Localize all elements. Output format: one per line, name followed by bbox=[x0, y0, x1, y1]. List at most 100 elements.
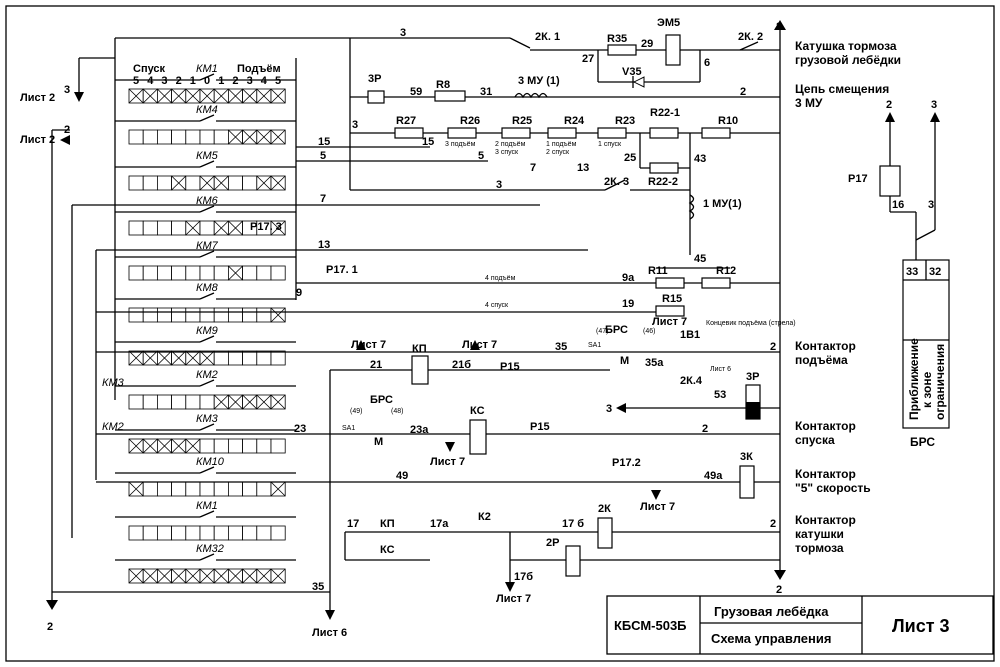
controller-position-number: 1 bbox=[218, 75, 224, 87]
controller-cell-mark bbox=[270, 307, 286, 323]
wire-13-label-b: 13 bbox=[577, 162, 589, 174]
controller-cell bbox=[142, 220, 158, 236]
label-p17-3: Р17. 3 bbox=[250, 221, 282, 233]
controller-cell bbox=[213, 481, 229, 497]
label-r11: R11 bbox=[648, 265, 668, 277]
contact-label-km3-left: КМ3 bbox=[102, 377, 125, 389]
note-4up: 4 подъём bbox=[485, 275, 516, 282]
controller-cell bbox=[156, 175, 172, 191]
controller-cell bbox=[156, 481, 172, 497]
controller-cell bbox=[270, 525, 286, 541]
controller-cell-mark bbox=[256, 88, 272, 104]
controller-cell bbox=[128, 307, 144, 323]
label-1mu: 1 МУ(1) bbox=[703, 198, 742, 210]
resistor-r12 bbox=[701, 277, 731, 289]
sheet-ref-list7-f: Лист 7 bbox=[496, 593, 531, 605]
label-3mu: 3 МУ (1) bbox=[518, 75, 560, 87]
brs-description: Приближение к зоне ограничения bbox=[907, 338, 947, 420]
controller-cell-mark bbox=[242, 394, 258, 410]
wire-13-label: 13 bbox=[318, 239, 330, 251]
controller-contact-rows: КМ1КМ4КМ5КМ6КМ7КМ8КМ9КМ2КМ3КМ10КМ1КМ32КМ… bbox=[102, 58, 297, 584]
label-bias-circuit-2: 3 МУ bbox=[795, 96, 823, 110]
label-r8: R8 bbox=[436, 79, 450, 91]
arrow-label-2-left: 2 bbox=[47, 621, 53, 633]
label-down-contactor-2: спуска bbox=[795, 433, 835, 447]
controller-cell-mark bbox=[256, 129, 272, 145]
label-2k2: 2К. 2 bbox=[738, 31, 763, 43]
controller-cell-mark bbox=[228, 265, 243, 281]
controller-row-km8: КМ8 bbox=[115, 282, 296, 323]
wire-3: 3 bbox=[400, 27, 406, 39]
wire-35-bottom: 35 bbox=[312, 581, 324, 593]
controller-cell-mark bbox=[213, 88, 229, 104]
controller-cell bbox=[142, 175, 158, 191]
resistor-r35 bbox=[607, 44, 637, 56]
wire-29: 29 bbox=[641, 38, 653, 50]
controller-cell bbox=[156, 307, 172, 323]
sheet-ref-list7-a: Лист 7 bbox=[351, 339, 386, 351]
contact-blade bbox=[199, 553, 215, 561]
controller-cell bbox=[227, 307, 243, 323]
controller-row-km9: КМ9 bbox=[115, 325, 296, 366]
contact-47: (47) bbox=[596, 328, 608, 335]
controller-cell bbox=[213, 307, 229, 323]
contact-blade bbox=[199, 292, 215, 300]
controller-cell bbox=[213, 350, 229, 366]
controller-cell-mark bbox=[128, 350, 144, 366]
wire-216-label: 21б bbox=[452, 359, 471, 371]
sheet-ref-list7-d: Лист 7 bbox=[430, 456, 465, 468]
label-2p: 2Р bbox=[546, 537, 559, 549]
controller-cell bbox=[256, 350, 272, 366]
label-em5: ЭМ5 bbox=[657, 17, 680, 29]
controller-cell bbox=[270, 438, 286, 454]
wire-3-brs: 3 bbox=[928, 199, 934, 211]
controller-cell-mark bbox=[256, 394, 272, 410]
controller-cell-mark bbox=[228, 129, 243, 145]
controller-cell bbox=[242, 525, 258, 541]
title-subtitle: Схема управления bbox=[711, 631, 831, 646]
label-up-contactor-2: подъёма bbox=[795, 353, 848, 367]
contact-2k2 bbox=[739, 41, 759, 51]
label-m-down: М bbox=[374, 436, 383, 448]
wire-23-label: 23 bbox=[294, 423, 306, 435]
arrow-up-2-right bbox=[774, 20, 786, 30]
contact-blade bbox=[199, 114, 215, 122]
note-3down: 3 спуск bbox=[495, 149, 519, 156]
controller-cell-mark bbox=[242, 568, 258, 584]
contact-48: (48) bbox=[391, 408, 403, 415]
controller-cell-mark bbox=[128, 481, 144, 497]
diode-v35 bbox=[632, 76, 645, 88]
wire-3-chain: 3 bbox=[352, 119, 358, 131]
terminal-32: 32 bbox=[929, 266, 941, 278]
arrow-down-list7-d bbox=[445, 442, 455, 452]
controller-cell bbox=[199, 307, 215, 323]
note-4down: 4 спуск bbox=[485, 302, 509, 309]
controller-cell bbox=[171, 394, 187, 410]
label-2k1: 2К. 1 bbox=[535, 31, 560, 43]
controller-cell-mark bbox=[185, 88, 201, 104]
controller-cell bbox=[199, 394, 215, 410]
winding-3mu bbox=[514, 92, 548, 99]
contact-label: КМ8 bbox=[196, 282, 219, 294]
wire-23a: 23а bbox=[410, 424, 429, 436]
contact-blade bbox=[199, 160, 215, 168]
contact-label: КМ6 bbox=[196, 195, 219, 207]
controller-cell-mark bbox=[171, 350, 187, 366]
controller-cell bbox=[199, 525, 215, 541]
controller-cell bbox=[213, 265, 229, 281]
wire-19-label: 19 bbox=[622, 298, 634, 310]
controller-cell bbox=[199, 481, 215, 497]
arrow-left-3 bbox=[616, 403, 626, 413]
controller-cell bbox=[242, 350, 258, 366]
controller-position-number: 1 bbox=[190, 75, 196, 87]
label-p15-up: Р15 bbox=[500, 361, 520, 373]
controller-cell bbox=[142, 525, 158, 541]
controller-cell bbox=[227, 481, 243, 497]
controller-cell-mark bbox=[213, 175, 229, 191]
coil-kp bbox=[411, 355, 429, 385]
controller-cell bbox=[128, 220, 144, 236]
label-kp-contact: КП bbox=[380, 518, 395, 530]
contact-blade bbox=[199, 379, 215, 387]
controller-cell bbox=[185, 265, 201, 281]
